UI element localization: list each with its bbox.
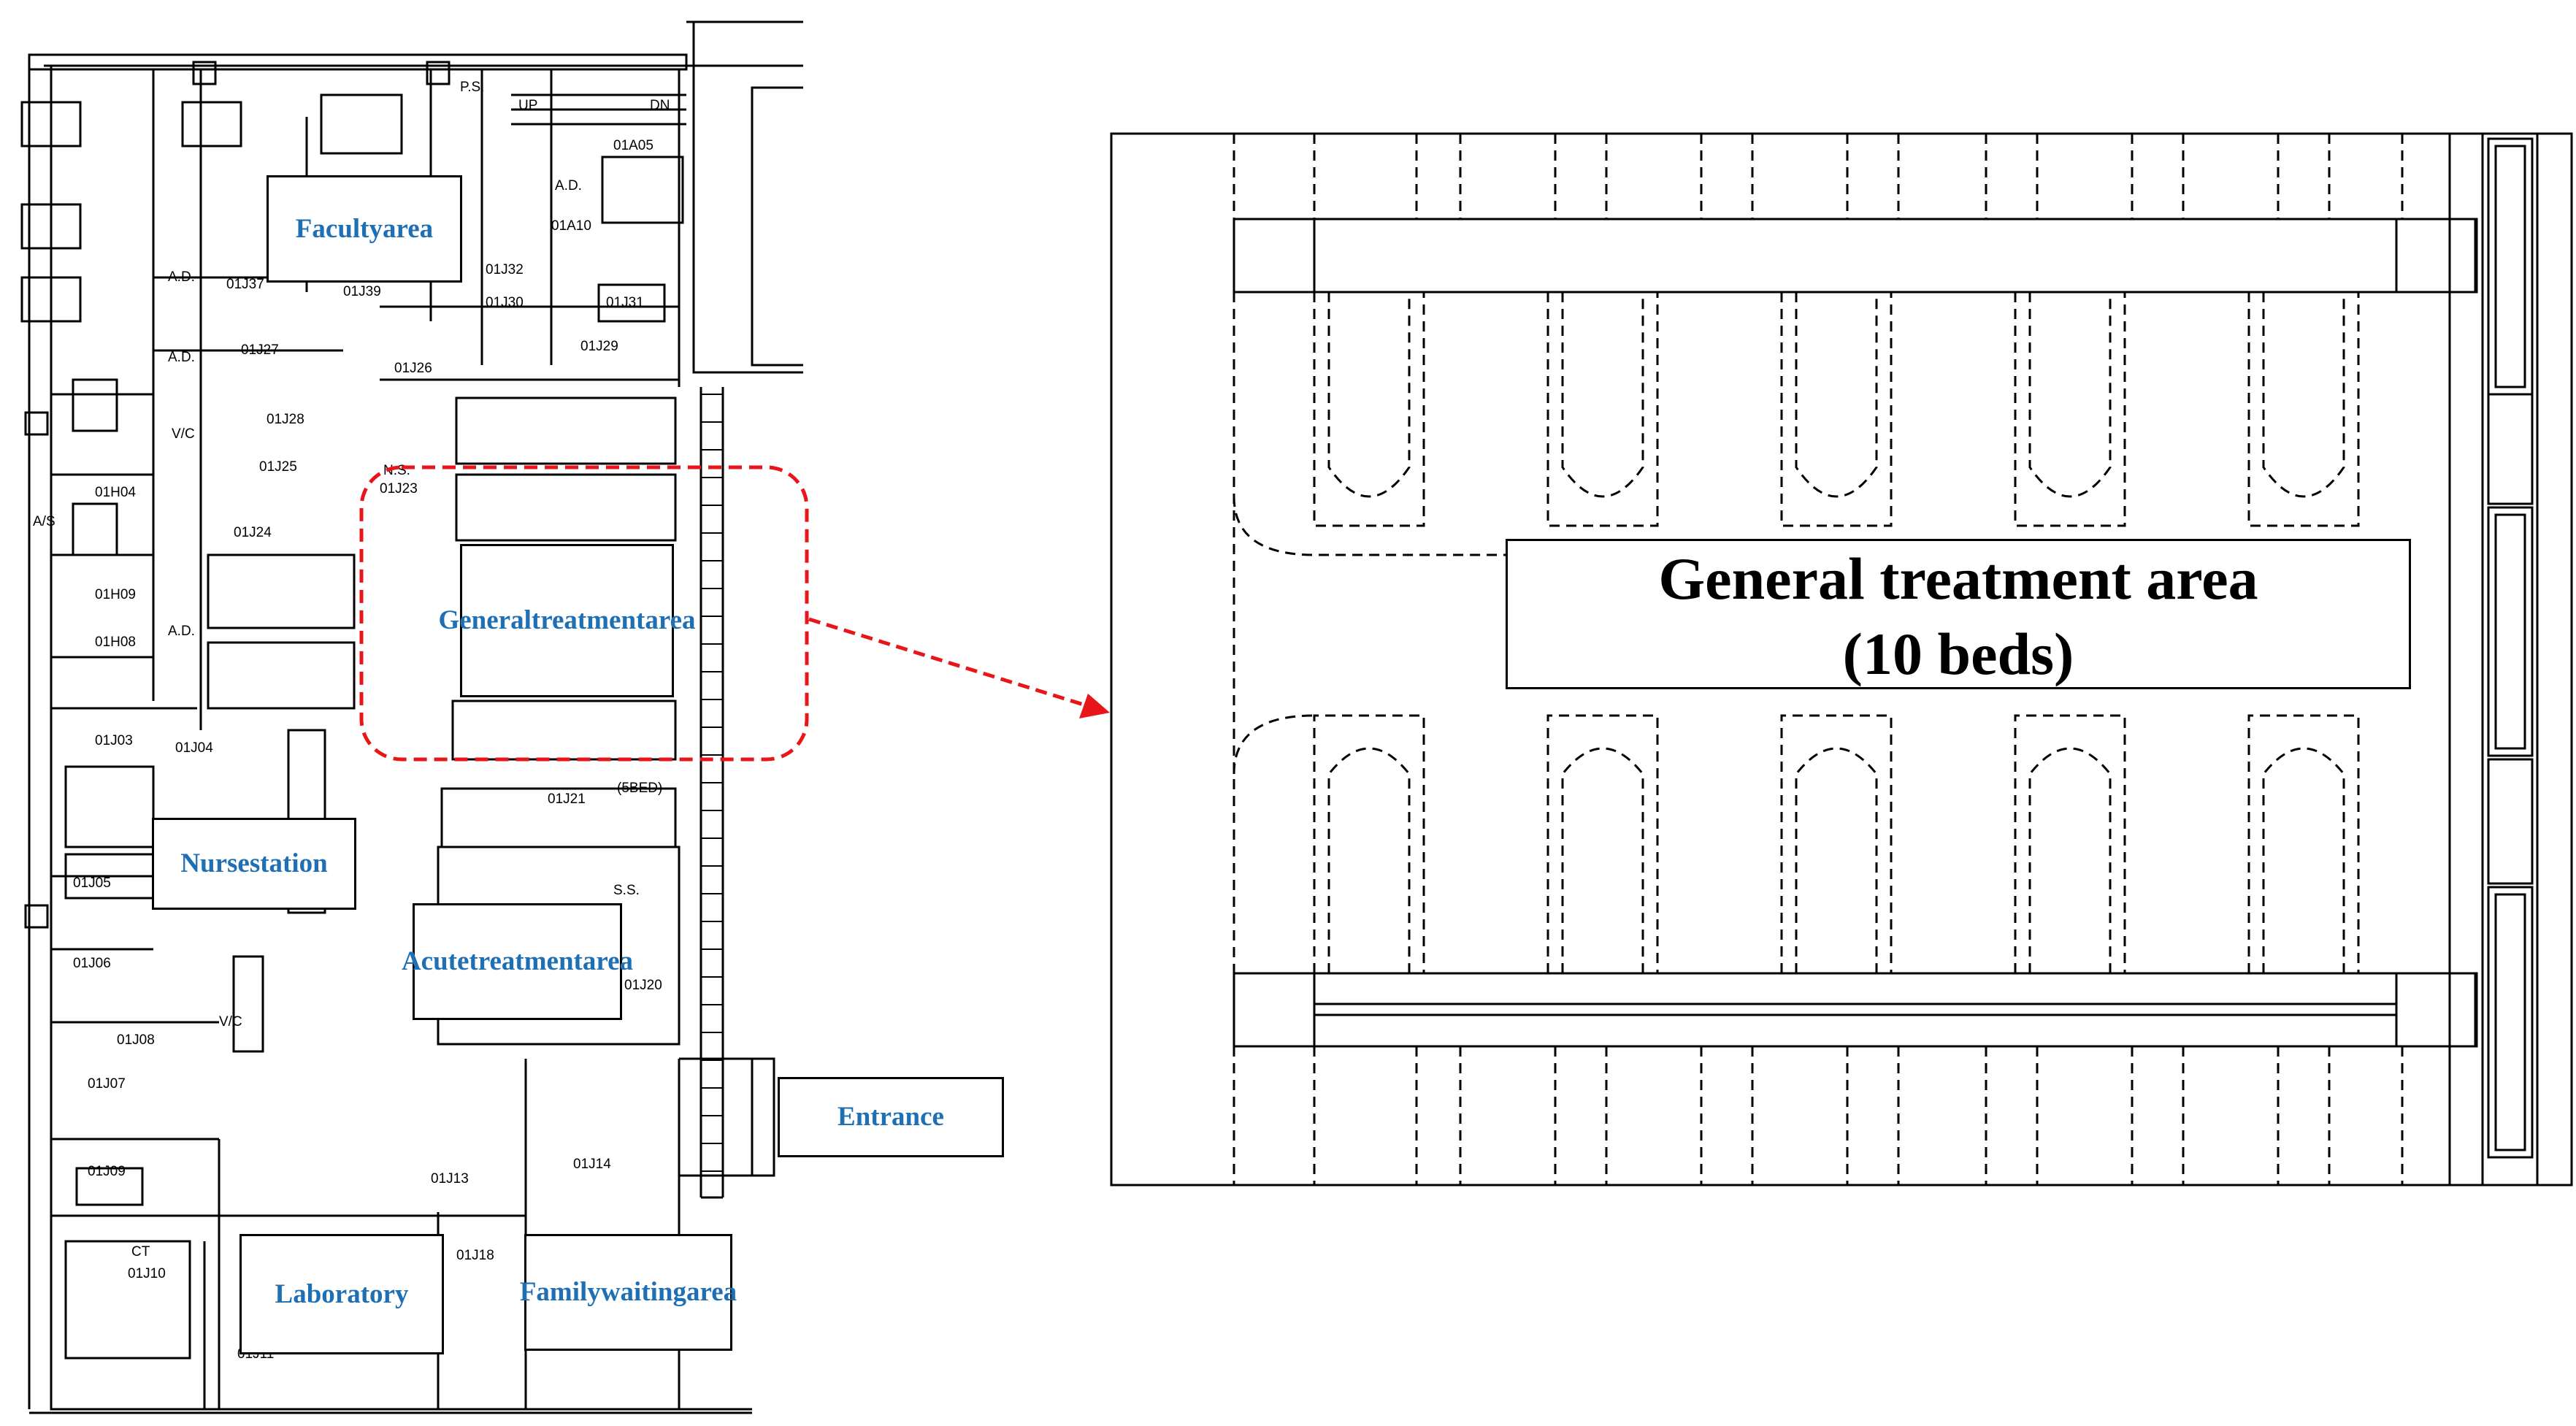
zoom-title-box: General treatment area (10 beds) — [1506, 539, 2411, 689]
bed-top-inner-1 — [1561, 292, 1644, 498]
svg-text:01J39: 01J39 — [343, 284, 381, 299]
label-family-line2: waiting — [600, 1277, 686, 1307]
zoom-title-line1: General treatment area — [1658, 545, 2258, 612]
svg-text:01H08: 01H08 — [95, 635, 136, 650]
label-laboratory: Laboratory — [239, 1234, 444, 1354]
svg-text:01J26: 01J26 — [394, 361, 432, 376]
label-general-line2: treatment — [531, 605, 645, 635]
bed-top-inner-4 — [2262, 292, 2345, 498]
zoom-title-line2: (10 beds) — [1842, 621, 2074, 687]
label-family-line1: Family — [519, 1277, 601, 1307]
svg-text:P.S.: P.S. — [460, 80, 484, 95]
svg-text:01J23: 01J23 — [380, 481, 418, 497]
svg-text:S.S.: S.S. — [613, 883, 640, 898]
svg-text:01J21: 01J21 — [548, 791, 586, 807]
bed-bottom-inner-2 — [1795, 747, 1878, 973]
svg-text:01A10: 01A10 — [551, 218, 591, 234]
svg-text:01J25: 01J25 — [259, 459, 297, 475]
svg-text:01J20: 01J20 — [624, 978, 662, 993]
bed-bottom-3 — [2014, 714, 2126, 973]
bed-bottom-inner-3 — [2028, 747, 2112, 973]
svg-text:01J05: 01J05 — [73, 875, 111, 891]
svg-text:01J09: 01J09 — [88, 1164, 126, 1179]
bed-bottom-1 — [1546, 714, 1659, 973]
label-entrance: Entrance — [778, 1077, 1004, 1157]
svg-text:01J29: 01J29 — [580, 339, 618, 354]
label-general-treatment-area: General treatment area — [438, 544, 696, 697]
label-acute-line3: area — [582, 946, 634, 976]
svg-text:01J27: 01J27 — [241, 342, 279, 358]
svg-text:01J32: 01J32 — [486, 262, 524, 277]
svg-text:01J28: 01J28 — [267, 412, 304, 427]
bed-top-inner-2 — [1795, 292, 1878, 498]
svg-text:01H04: 01H04 — [95, 485, 136, 500]
bed-bottom-inner-4 — [2262, 747, 2345, 973]
svg-text:01J30: 01J30 — [486, 295, 524, 310]
svg-text:01J03: 01J03 — [95, 733, 133, 748]
svg-text:A.D.: A.D. — [168, 269, 195, 285]
bed-top-1 — [1546, 292, 1659, 527]
bed-bottom-0 — [1313, 714, 1425, 973]
svg-text:UP: UP — [518, 98, 537, 113]
svg-text:01J24: 01J24 — [234, 525, 272, 540]
svg-text:01J07: 01J07 — [88, 1076, 126, 1092]
label-entrance-line1: Entrance — [837, 1102, 944, 1132]
bed-top-3 — [2014, 292, 2126, 527]
highlight-region-outline — [359, 465, 809, 762]
label-family-line3: area — [686, 1277, 737, 1307]
svg-text:(5BED): (5BED) — [617, 781, 662, 796]
bed-top-inner-3 — [2028, 292, 2112, 498]
bed-top-0 — [1313, 292, 1425, 527]
label-faculty-area: Faculty area — [267, 175, 462, 283]
label-acute-line1: Acute — [401, 946, 469, 976]
svg-text:A/S: A/S — [33, 514, 55, 529]
bed-bottom-inner-0 — [1327, 747, 1411, 973]
label-family-waiting-area: Family waiting area — [520, 1234, 737, 1351]
svg-text:A.D.: A.D. — [555, 178, 582, 193]
svg-text:01J04: 01J04 — [175, 740, 213, 756]
svg-text:01J18: 01J18 — [456, 1248, 494, 1263]
highlight-arrow-line — [808, 617, 1096, 710]
floor-plan-drawing: 01A05 01A10 01J37 01J39 01J32 01J30 01J3… — [20, 20, 803, 1414]
svg-text:01J08: 01J08 — [117, 1032, 155, 1048]
label-general-line1: General — [438, 605, 532, 635]
label-faculty-line2: area — [383, 213, 434, 244]
bed-top-2 — [1780, 292, 1893, 527]
bed-bottom-inner-1 — [1561, 747, 1644, 973]
svg-text:V/C: V/C — [172, 426, 195, 442]
svg-text:A.D.: A.D. — [168, 350, 195, 365]
bed-bottom-2 — [1780, 714, 1893, 973]
svg-text:01J06: 01J06 — [73, 956, 111, 971]
svg-text:01H09: 01H09 — [95, 587, 136, 602]
label-faculty-line1: Faculty — [295, 213, 383, 244]
svg-text:01J31: 01J31 — [606, 295, 644, 310]
svg-text:CT: CT — [131, 1244, 150, 1260]
svg-text:01A05: 01A05 — [613, 138, 653, 153]
svg-text:A.D.: A.D. — [168, 624, 195, 639]
svg-text:V/C: V/C — [219, 1014, 242, 1030]
curtain-track-top — [1233, 496, 2410, 556]
label-nurse-station: Nurse station — [152, 818, 356, 910]
svg-text:DN: DN — [650, 98, 670, 113]
bed-top-inner-0 — [1327, 292, 1411, 498]
svg-text:01J13: 01J13 — [431, 1171, 469, 1187]
label-nurse-line1: Nurse — [180, 848, 250, 878]
svg-text:01J10: 01J10 — [128, 1266, 166, 1281]
label-nurse-line2: station — [249, 848, 328, 878]
svg-text:01J37: 01J37 — [226, 277, 264, 292]
label-general-line3: area — [645, 605, 696, 635]
bed-bottom-4 — [2247, 714, 2360, 973]
label-acute-treatment-area: Acute treatment area — [402, 903, 633, 1020]
label-acute-line2: treatment — [469, 946, 583, 976]
label-laboratory-line1: Laboratory — [275, 1279, 409, 1309]
highlight-arrow-head — [1079, 694, 1110, 718]
bed-top-4 — [2247, 292, 2360, 527]
svg-text:01J14: 01J14 — [573, 1157, 611, 1172]
